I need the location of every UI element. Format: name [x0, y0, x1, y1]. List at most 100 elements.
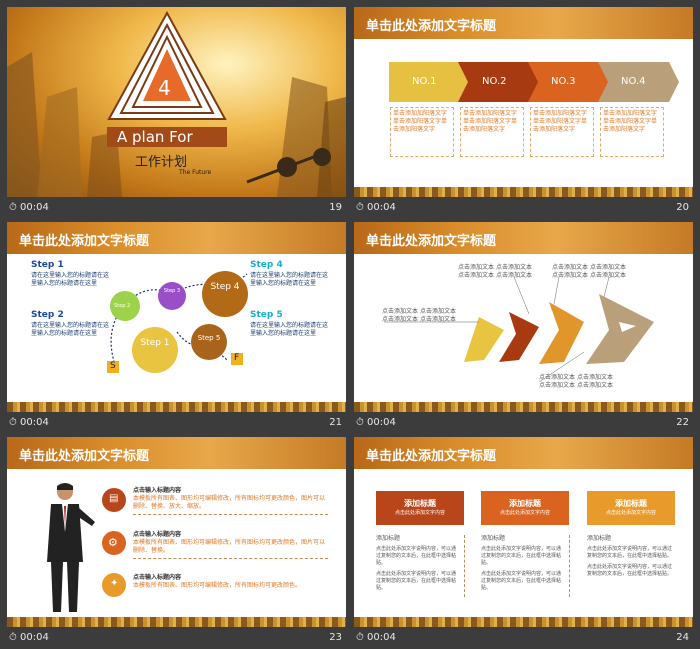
card-body-title: 添加标题: [587, 535, 612, 542]
content-row-3: 点击输入标题内容 本模板所有图表、图形均可编辑修改，所有图标均可更改颜色。: [133, 574, 328, 590]
slide-footer-image: [7, 402, 346, 412]
row-title: 点击输入标题内容: [133, 531, 182, 538]
slide-footer-image: [354, 187, 693, 197]
start-label: S: [110, 361, 116, 371]
step-5-text: 请在这里输入您的标题请在这里输入您的标题请在这里: [250, 322, 329, 337]
slide-header-title: 单击此处添加文字标题: [366, 449, 497, 464]
step-text-4: 单击添加加阳落文字单击添加阳落文字单击添加阳落文字: [600, 107, 664, 157]
slide-thumb-20[interactable]: 单击此处添加文字标题 NO.1 NO.2 NO.3 NO.4 单击添加加阳落文字…: [354, 7, 693, 219]
slide-thumb-22[interactable]: 单击此处添加文字标题 点击添加文本 点击添加文本点击添加文本 点击添加文本 点击…: [354, 222, 693, 434]
step-label-1: NO.1: [412, 76, 437, 87]
step-4-label: Step 4: [250, 260, 283, 270]
slide-number-badge: 4: [158, 76, 171, 100]
step-5-label: Step 5: [250, 310, 283, 320]
finish-label: F: [234, 353, 240, 363]
slide-number-24: 24: [676, 632, 689, 643]
card-body-text: 点击此处添加文字说明内容，可以通过复制您的文本后，在此框中选择粘贴。: [376, 571, 457, 591]
city-skyline-image: [7, 52, 346, 197]
step-text-2: 单击添加加阳落文字单击添加阳落文字单击添加阳落文字: [460, 107, 524, 157]
slide-20[interactable]: 单击此处添加文字标题 NO.1 NO.2 NO.3 NO.4 单击添加加阳落文字…: [354, 7, 693, 197]
content-row-2: 点击输入标题内容 本模板所有图表、图形均可编辑修改，所有图标均可更改颜色，图片可…: [133, 531, 328, 559]
circle-step-4: [202, 271, 248, 317]
slide-header: 单击此处添加文字标题: [7, 222, 346, 254]
card-body-text: 点击此处添加文字说明内容，可以通过复制您的文本后，在此框中选择粘贴。: [481, 571, 562, 591]
finish-marker: [231, 353, 243, 365]
row-title: 点击输入标题内容: [133, 487, 182, 494]
slide-23[interactable]: 单击此处添加文字标题 ▤ ⚙ ✦ 点击输入标题内容 本模板所有图表、图形均可编辑…: [7, 437, 346, 627]
callout-label-3: 点击添加文本 点击添加文本点击添加文本 点击添加文本: [382, 308, 456, 323]
clock-icon: ⏱: [9, 417, 17, 428]
slide-21[interactable]: 单击此处添加文字标题 Step 1 请在这里输入您的标题请在这里输入您的标题请在…: [7, 222, 346, 412]
slide-header: 单击此处添加文字标题: [7, 437, 346, 469]
circle-step-1: [132, 327, 178, 373]
circle-label-step-4: Step 4: [210, 282, 240, 292]
card-body-1: 添加标题 点击此处添加文字说明内容，可以通过复制您的文本后，在此框中选择粘贴。 …: [376, 535, 465, 597]
slide-thumb-21[interactable]: 单击此处添加文字标题 Step 1 请在这里输入您的标题请在这里输入您的标题请在…: [7, 222, 346, 434]
clock-icon: ⏱: [356, 417, 364, 428]
step-1-label: Step 1: [31, 260, 64, 270]
start-marker: [107, 361, 119, 373]
circle-step-5: [191, 324, 227, 360]
circle-label-step-3: Step 3: [163, 288, 181, 294]
card-header-2: 添加标题 点击此处添加文字内容: [481, 491, 569, 525]
row-text: 本模板所有图表、图形均可编辑修改，所有图标均可更改颜色。: [133, 582, 302, 589]
callout-label-2: 点击添加文本 点击添加文本点击添加文本 点击添加文本: [552, 264, 626, 279]
slide-header-title: 单击此处添加文字标题: [366, 234, 497, 249]
row-icons: [102, 488, 126, 597]
card-header-1: 添加标题 点击此处添加文字内容: [376, 491, 464, 525]
slide-footer-image: [354, 617, 693, 627]
lightbulb-icon: ✦: [110, 578, 119, 589]
slide-thumb-19[interactable]: 4 A plan For 工作计划 The Future ⏱ 00:04 19: [7, 7, 346, 219]
slide-number-22: 22: [676, 417, 689, 428]
gear-icon: ⚙: [108, 536, 118, 549]
card-subtitle: 点击此处添加文字内容: [394, 510, 445, 516]
slide-timing-20: ⏱ 00:04: [356, 202, 396, 213]
clock-icon: ⏱: [9, 202, 17, 213]
step-text-3: 单击添加加阳落文字单击添加阳落文字单击添加阳落文字: [530, 107, 594, 157]
slide-header: 单击此处添加文字标题: [354, 222, 693, 254]
chevron-steps: [389, 62, 679, 102]
slide-footer-image: [7, 617, 346, 627]
slide-header: 单击此处添加文字标题: [354, 7, 693, 39]
slide-timing-21: ⏱ 00:04: [9, 417, 49, 428]
card-header-3: 添加标题 点击此处添加文字内容: [587, 491, 675, 525]
step-2-label: Step 2: [31, 310, 64, 320]
slide-tag: The Future: [179, 169, 212, 176]
slide-subtitle: 工作计划: [135, 155, 188, 170]
step-text-1: 单击添加加阳落文字单击添加阳落文字单击添加阳落文字: [390, 107, 454, 157]
row-title: 点击输入标题内容: [133, 574, 182, 581]
card-subtitle: 点击此处添加文字内容: [499, 510, 550, 516]
card-title: 添加标题: [509, 499, 541, 508]
slide-number-23: 23: [329, 632, 342, 643]
card-title: 添加标题: [615, 499, 647, 508]
slide-timing-24: ⏱ 00:04: [356, 632, 396, 643]
title-banner: [107, 127, 227, 147]
card-title: 添加标题: [404, 499, 436, 508]
slide-thumb-24[interactable]: 单击此处添加文字标题 添加标题 点击此处添加文字内容 添加标题 点击此处添加文字…: [354, 437, 693, 649]
card-body-title: 添加标题: [376, 535, 401, 542]
arrow-chevrons-diagram: [384, 276, 654, 383]
slide-title: A plan For: [117, 128, 193, 146]
card-body-2: 添加标题 点击此处添加文字说明内容，可以通过复制您的文本后，在此框中选择粘贴。 …: [481, 535, 570, 597]
card-body-3: 添加标题 点击此处添加文字说明内容，可以通过复制您的文本后，在此框中选择粘贴。 …: [587, 535, 673, 597]
step-label-4: NO.4: [621, 76, 646, 87]
step-label-2: NO.2: [482, 76, 507, 87]
content-row-1: 点击输入标题内容 本模板所有图表、图形均可编辑修改，所有图标均可更改颜色，图片可…: [133, 487, 328, 515]
step-label-3: NO.3: [551, 76, 576, 87]
step-1-text: 请在这里输入您的标题请在这里输入您的标题请在这里: [31, 272, 110, 287]
card-body-text: 点击此处添加文字说明内容，可以通过复制您的文本后，在此框中选择粘贴。: [481, 546, 562, 566]
card-body-text: 点击此处添加文字说明内容，可以通过复制您的文本后，在此框中选择粘贴。: [376, 546, 457, 566]
slide-19[interactable]: 4 A plan For 工作计划 The Future: [7, 7, 346, 197]
slide-header-title: 单击此处添加文字标题: [19, 234, 150, 249]
clock-icon: ⏱: [356, 632, 364, 643]
circle-step-2: [110, 291, 140, 321]
document-icon: ▤: [109, 493, 119, 504]
circle-label-step-1: Step 1: [140, 338, 170, 348]
step-4-text: 请在这里输入您的标题请在这里输入您的标题请在这里: [250, 272, 329, 287]
callout-label-4: 点击添加文本 点击添加文本点击添加文本 点击添加文本: [539, 374, 613, 389]
slide-timing-23: ⏱ 00:04: [9, 632, 49, 643]
slide-thumb-23[interactable]: 单击此处添加文字标题 ▤ ⚙ ✦ 点击输入标题内容 本模板所有图表、图形均可编辑…: [7, 437, 346, 649]
slide-24[interactable]: 单击此处添加文字标题 添加标题 点击此处添加文字内容 添加标题 点击此处添加文字…: [354, 437, 693, 627]
slide-22[interactable]: 单击此处添加文字标题 点击添加文本 点击添加文本点击添加文本 点击添加文本 点击…: [354, 222, 693, 412]
triangle-badge-icon: [107, 11, 227, 120]
